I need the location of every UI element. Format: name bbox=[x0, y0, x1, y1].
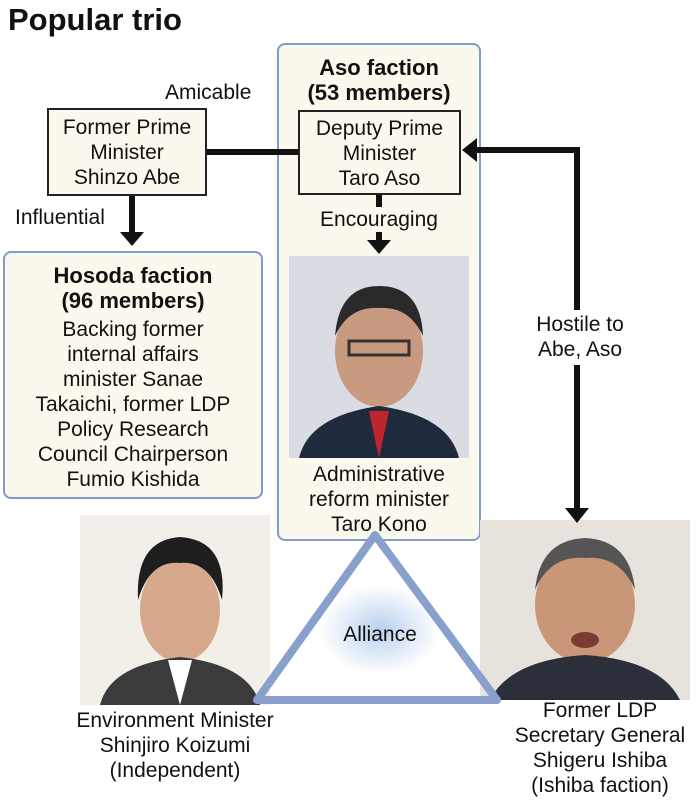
diagram-title: Popular trio bbox=[8, 2, 182, 37]
ishiba-caption: Former LDP Secretary General Shigeru Ish… bbox=[505, 698, 695, 798]
arrowhead-icon bbox=[120, 232, 144, 246]
hosoda-faction-box: Hosoda faction (96 members) Backing form… bbox=[3, 251, 263, 499]
hosoda-desc-line: minister Sanae bbox=[62, 368, 204, 391]
hosoda-desc-line: Policy Research bbox=[57, 418, 209, 441]
arrowhead-icon bbox=[565, 508, 589, 523]
influential-label: Influential bbox=[15, 206, 105, 229]
kono-line: reform minister bbox=[308, 488, 450, 511]
aso-box: Deputy Prime Minister Taro Aso bbox=[298, 110, 461, 195]
hostile-arrow bbox=[475, 147, 580, 508]
koizumi-line: Environment Minister bbox=[76, 709, 274, 732]
amicable-label: Amicable bbox=[165, 81, 252, 104]
kono-line: Administrative bbox=[313, 463, 445, 486]
hosoda-desc-line: Fumio Kishida bbox=[66, 468, 200, 491]
alliance-glow bbox=[320, 585, 440, 675]
hosoda-desc-line: Council Chairperson bbox=[37, 443, 229, 466]
kono-photo bbox=[289, 256, 469, 458]
hosoda-desc-line: internal affairs bbox=[67, 343, 199, 366]
ishiba-line: Secretary General bbox=[514, 724, 686, 747]
hosoda-faction-members: (96 members) bbox=[61, 288, 205, 313]
arrowhead-icon bbox=[367, 240, 391, 254]
hosoda-faction-name: Hosoda faction bbox=[53, 263, 213, 288]
kono-line: Taro Kono bbox=[331, 513, 427, 536]
aso-line: Minister bbox=[342, 142, 417, 165]
aso-line: Deputy Prime bbox=[315, 117, 444, 140]
koizumi-photo bbox=[80, 515, 270, 705]
arrowhead-icon bbox=[462, 138, 477, 162]
abe-line: Former Prime bbox=[62, 116, 192, 139]
alliance-label: Alliance bbox=[343, 623, 417, 646]
ishiba-line: Former LDP bbox=[542, 699, 658, 722]
hosoda-desc-line: Backing former bbox=[62, 318, 204, 341]
hosoda-desc-line: Takaichi, former LDP bbox=[35, 393, 231, 416]
koizumi-line: Shinjiro Koizumi bbox=[99, 734, 251, 757]
aso-faction-name: Aso faction bbox=[319, 55, 439, 80]
alliance-triangle bbox=[253, 531, 501, 704]
aso-faction-members: (53 members) bbox=[307, 80, 451, 105]
ishiba-photo bbox=[480, 520, 690, 700]
abe-line: Shinzo Abe bbox=[73, 166, 181, 189]
hostile-label-1: Hostile to bbox=[536, 313, 624, 336]
koizumi-caption: Environment Minister Shinjiro Koizumi (I… bbox=[40, 708, 310, 783]
kono-caption: Administrative reform minister Taro Kono bbox=[277, 462, 481, 537]
abe-box: Former Prime Minister Shinzo Abe bbox=[47, 108, 207, 196]
hostile-label-2: Abe, Aso bbox=[537, 338, 623, 361]
ishiba-line: Shigeru Ishiba bbox=[532, 749, 668, 772]
aso-line: Taro Aso bbox=[338, 167, 421, 190]
ishiba-line: (Ishiba faction) bbox=[531, 774, 669, 797]
encouraging-label: Encouraging bbox=[320, 208, 438, 231]
koizumi-line: (Independent) bbox=[109, 759, 241, 782]
abe-line: Minister bbox=[90, 141, 164, 164]
